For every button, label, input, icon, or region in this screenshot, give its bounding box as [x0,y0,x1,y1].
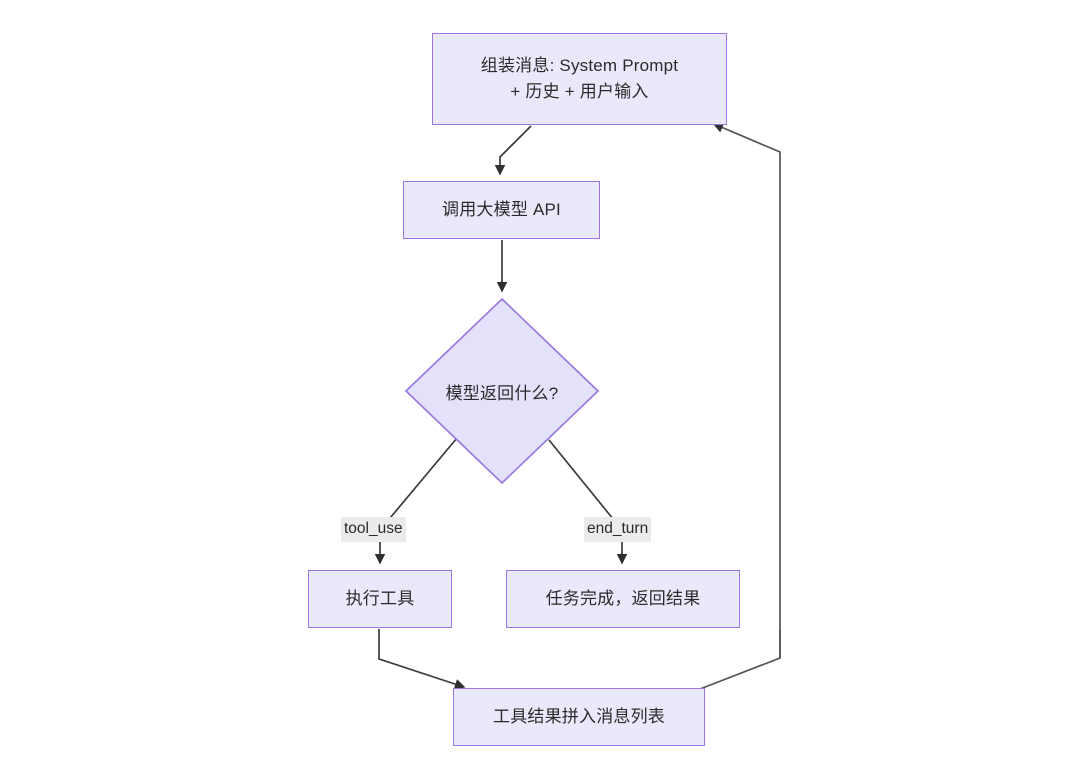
edge-assemble-to-call-api [494,125,532,176]
edge-append-result-to-assemble [712,122,781,658]
node-task-finished[interactable]: 任务完成，返回结果 [506,570,740,628]
decision-label: 模型返回什么? [445,383,559,403]
edge-run-tool-to-append-result [378,629,466,690]
node-append-tool-result[interactable]: 工具结果拼入消息列表 [453,688,705,746]
diamond-shape-icon [404,297,600,485]
edge-label-tool-use: tool_use [341,517,406,542]
node-assemble-message[interactable]: 组装消息: System Prompt + 历史 + 用户输入 [432,33,727,125]
node-decision-model-output[interactable]: 模型返回什么? [404,297,600,485]
node-run-tool[interactable]: 执行工具 [308,570,452,628]
edge-finish-to-append-result [699,630,781,690]
node-call-llm-api[interactable]: 调用大模型 API [403,181,600,239]
edge-label-end-turn: end_turn [584,517,652,542]
